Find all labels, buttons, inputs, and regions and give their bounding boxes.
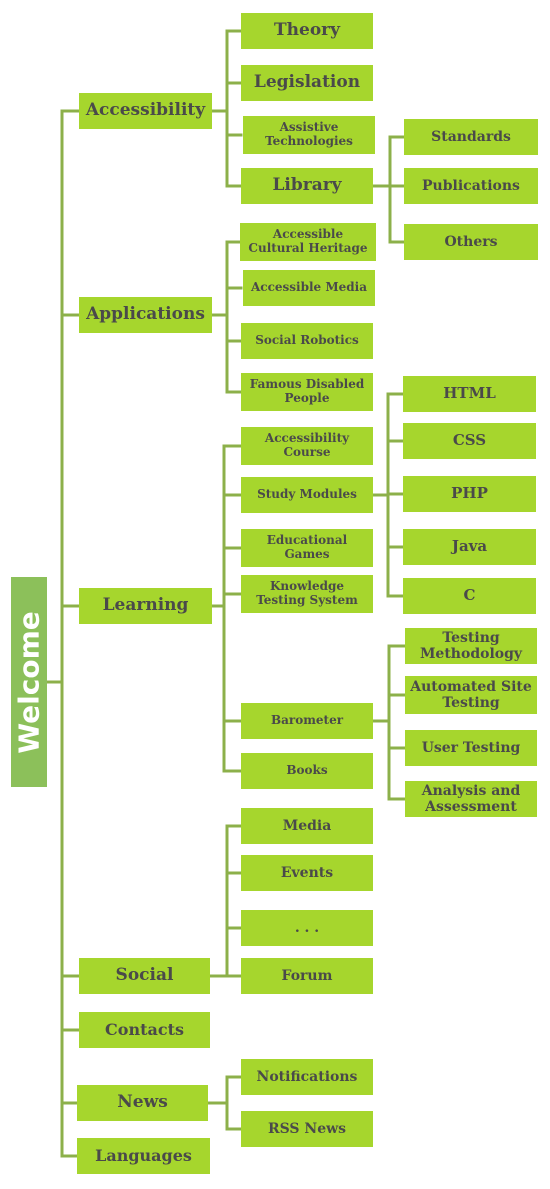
node-notifications: Notifications	[241, 1059, 373, 1095]
node-forum: Forum	[241, 958, 373, 994]
node-others: Others	[404, 224, 538, 260]
node-php: PHP	[403, 476, 536, 512]
root-label: Welcome	[12, 610, 46, 754]
node-html: HTML	[403, 376, 536, 412]
node-languages: Languages	[77, 1138, 210, 1174]
node-rss-news: RSS News	[241, 1111, 373, 1147]
node-social: Social	[79, 958, 210, 994]
node-famous-disabled-people: Famous Disabled People	[241, 373, 373, 411]
node-analysis-and-assessment: Analysis and Assessment	[405, 781, 537, 817]
node-theory: Theory	[241, 13, 373, 49]
node-educational-games: Educational Games	[241, 529, 373, 567]
node-books: Books	[241, 753, 373, 789]
node-events: Events	[241, 855, 373, 891]
node-library: Library	[241, 168, 373, 204]
node-css: CSS	[403, 423, 536, 459]
node-media: Media	[241, 808, 373, 844]
node-publications: Publications	[404, 168, 538, 204]
node-social-robotics: Social Robotics	[241, 323, 373, 359]
node-java: Java	[403, 529, 536, 565]
node-standards: Standards	[404, 119, 538, 155]
node-accessibility-course: Accessibility Course	[241, 427, 373, 465]
node-user-testing: User Testing	[405, 730, 537, 766]
root-node-welcome: Welcome	[11, 577, 47, 787]
node-accessible-media: Accessible Media	[243, 270, 375, 306]
node-study-modules: Study Modules	[241, 477, 373, 513]
node-news: News	[77, 1085, 208, 1121]
node-legislation: Legislation	[241, 65, 373, 101]
node-testing-methodology: Testing Methodology	[405, 628, 537, 664]
node-accessible-cultural-heritage: Accessible Cultural Heritage	[240, 223, 376, 261]
node-c: C	[403, 578, 536, 614]
node-contacts: Contacts	[79, 1012, 210, 1048]
node-automated-site-testing: Automated Site Testing	[405, 676, 537, 714]
node-ellipsis: . . .	[241, 910, 373, 946]
node-applications: Applications	[79, 297, 212, 333]
node-barometer: Barometer	[241, 703, 373, 739]
node-knowledge-testing-system: Knowledge Testing System	[241, 575, 373, 613]
node-learning: Learning	[79, 588, 212, 624]
node-assistive-technologies: Assistive Technologies	[243, 116, 375, 154]
node-accessibility: Accessibility	[79, 93, 212, 129]
